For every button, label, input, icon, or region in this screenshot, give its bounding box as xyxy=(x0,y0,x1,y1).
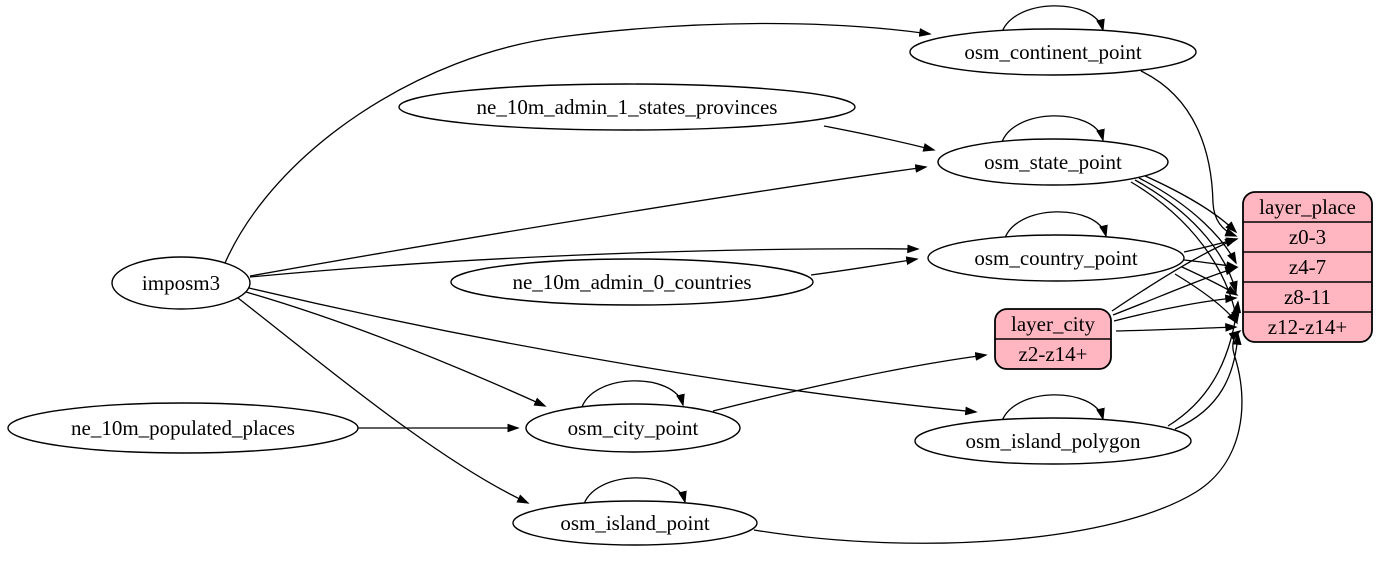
node-label-osm_country_point: osm_country_point xyxy=(974,246,1137,270)
node-ne_10m_populated_places: ne_10m_populated_places xyxy=(7,402,359,454)
node-shape-imposm3 xyxy=(111,256,251,310)
node-osm_continent_point: osm_continent_point xyxy=(909,5,1197,76)
edge-osm_continent_point-to-layer_place-z0-3 xyxy=(1140,70,1238,237)
record-row-label: z4-7 xyxy=(1289,255,1326,279)
edge-layer_city-to-layer_place-z8-11 xyxy=(1113,294,1238,322)
edge-imposm3-to-osm_country_point xyxy=(249,244,920,278)
self-loop-osm_country_point xyxy=(1003,211,1108,242)
node-label-osm_island_point: osm_island_point xyxy=(560,511,710,535)
node-osm_state_point: osm_state_point xyxy=(937,115,1169,186)
edge-osm_state_point-to-layer_place-z8-11 xyxy=(1134,179,1238,294)
record-row-label: z12-z14+ xyxy=(1268,315,1347,339)
record-title-layer_place: layer_place xyxy=(1259,195,1356,219)
edge-imposm3-to-osm_island_polygon xyxy=(248,287,978,416)
edge-layer_city-to-layer_place-z4-7 xyxy=(1112,266,1238,316)
node-shape-osm_continent_point xyxy=(909,28,1197,76)
record-layer_city: layer_city z2-z14+ xyxy=(994,308,1112,370)
node-shape-osm_island_point xyxy=(512,500,758,546)
node-shape-osm_island_polygon xyxy=(914,417,1192,465)
node-label-osm_city_point: osm_city_point xyxy=(568,416,699,440)
edges-layer xyxy=(224,22,1243,544)
node-shape-osm_city_point xyxy=(525,403,741,453)
node-imposm3: imposm3 xyxy=(111,256,251,310)
node-label-ne_10m_admin_1_states_provinces: ne_10m_admin_1_states_provinces xyxy=(477,95,778,119)
edge-imposm3-to-osm_continent_point xyxy=(224,22,932,264)
node-osm_city_point: osm_city_point xyxy=(525,380,741,453)
edge-osm_country_point-to-layer_place-z0-3 xyxy=(1183,237,1239,253)
node-label-osm_state_point: osm_state_point xyxy=(984,150,1122,174)
edge-imposm3-to-osm_state_point xyxy=(249,164,928,277)
edge-osm_state_point-to-layer_place-z0-3 xyxy=(1142,174,1238,234)
self-loop-osm_city_point xyxy=(580,380,685,411)
edge-osm_city_point-to-layer_city-z2-z14+ xyxy=(712,352,988,412)
node-shape-ne_10m_populated_places xyxy=(7,402,359,454)
edge-imposm3-to-osm_island_point xyxy=(237,297,530,504)
edge-osm_island_polygon-to-layer_place-z8-11 xyxy=(1167,300,1242,427)
node-osm_island_polygon: osm_island_polygon xyxy=(914,394,1192,465)
record-row-label: z0-3 xyxy=(1289,225,1326,249)
edge-osm_country_point-to-layer_place-z12-z14+ xyxy=(1174,273,1239,325)
node-label-osm_continent_point: osm_continent_point xyxy=(964,40,1141,64)
self-loop-osm_state_point xyxy=(1000,115,1105,146)
node-shape-osm_state_point xyxy=(937,138,1169,186)
node-osm_country_point: osm_country_point xyxy=(927,211,1185,282)
edge-osm_country_point-to-layer_place-z4-7 xyxy=(1183,259,1239,270)
node-label-ne_10m_populated_places: ne_10m_populated_places xyxy=(71,416,295,440)
edge-ne_10m_admin_0_countries-to-osm_country_point xyxy=(810,256,919,276)
node-shape-osm_country_point xyxy=(927,234,1185,282)
record-shape-layer_place xyxy=(1242,191,1373,343)
edge-imposm3-to-osm_city_point xyxy=(245,291,547,407)
edge-osm_island_point-to-layer_place-z12-z14+ xyxy=(753,330,1243,544)
record-layer_place: layer_place z0-3 z4-7 z8-11 z12-z14+ xyxy=(1242,191,1373,343)
node-shape-ne_10m_admin_0_countries xyxy=(450,258,814,306)
record-title-layer_city: layer_city xyxy=(1011,312,1095,336)
node-label-imposm3: imposm3 xyxy=(142,271,220,295)
record-row-label: z2-z14+ xyxy=(1019,342,1088,366)
edge-osm_island_polygon-to-layer_place-z12-z14+ xyxy=(1174,332,1242,430)
record-row-label: z8-11 xyxy=(1284,285,1331,309)
self-loop-osm_island_point xyxy=(582,477,687,508)
node-label-osm_island_polygon: osm_island_polygon xyxy=(965,429,1141,453)
edge-ne_10m_admin_1_states_provinces-to-osm_state_point xyxy=(823,125,936,152)
edge-layer_city-to-layer_place-z12-z14+ xyxy=(1115,322,1238,332)
edge-osm_state_point-to-layer_place-z4-7 xyxy=(1138,177,1237,265)
node-ne_10m_admin_1_states_provinces: ne_10m_admin_1_states_provinces xyxy=(398,83,856,131)
edge-osm_country_point-to-layer_place-z8-11 xyxy=(1181,266,1239,296)
self-loop-osm_island_polygon xyxy=(1000,394,1105,425)
nodes-layer: imposm3 ne_10m_admin_1_states_provincesne… xyxy=(7,5,1373,546)
node-osm_island_point: osm_island_point xyxy=(512,477,758,546)
node-ne_10m_admin_0_countries: ne_10m_admin_0_countries xyxy=(450,258,814,306)
node-label-ne_10m_admin_0_countries: ne_10m_admin_0_countries xyxy=(512,270,751,294)
node-shape-ne_10m_admin_1_states_provinces xyxy=(398,83,856,131)
self-loop-osm_continent_point xyxy=(1000,5,1105,36)
